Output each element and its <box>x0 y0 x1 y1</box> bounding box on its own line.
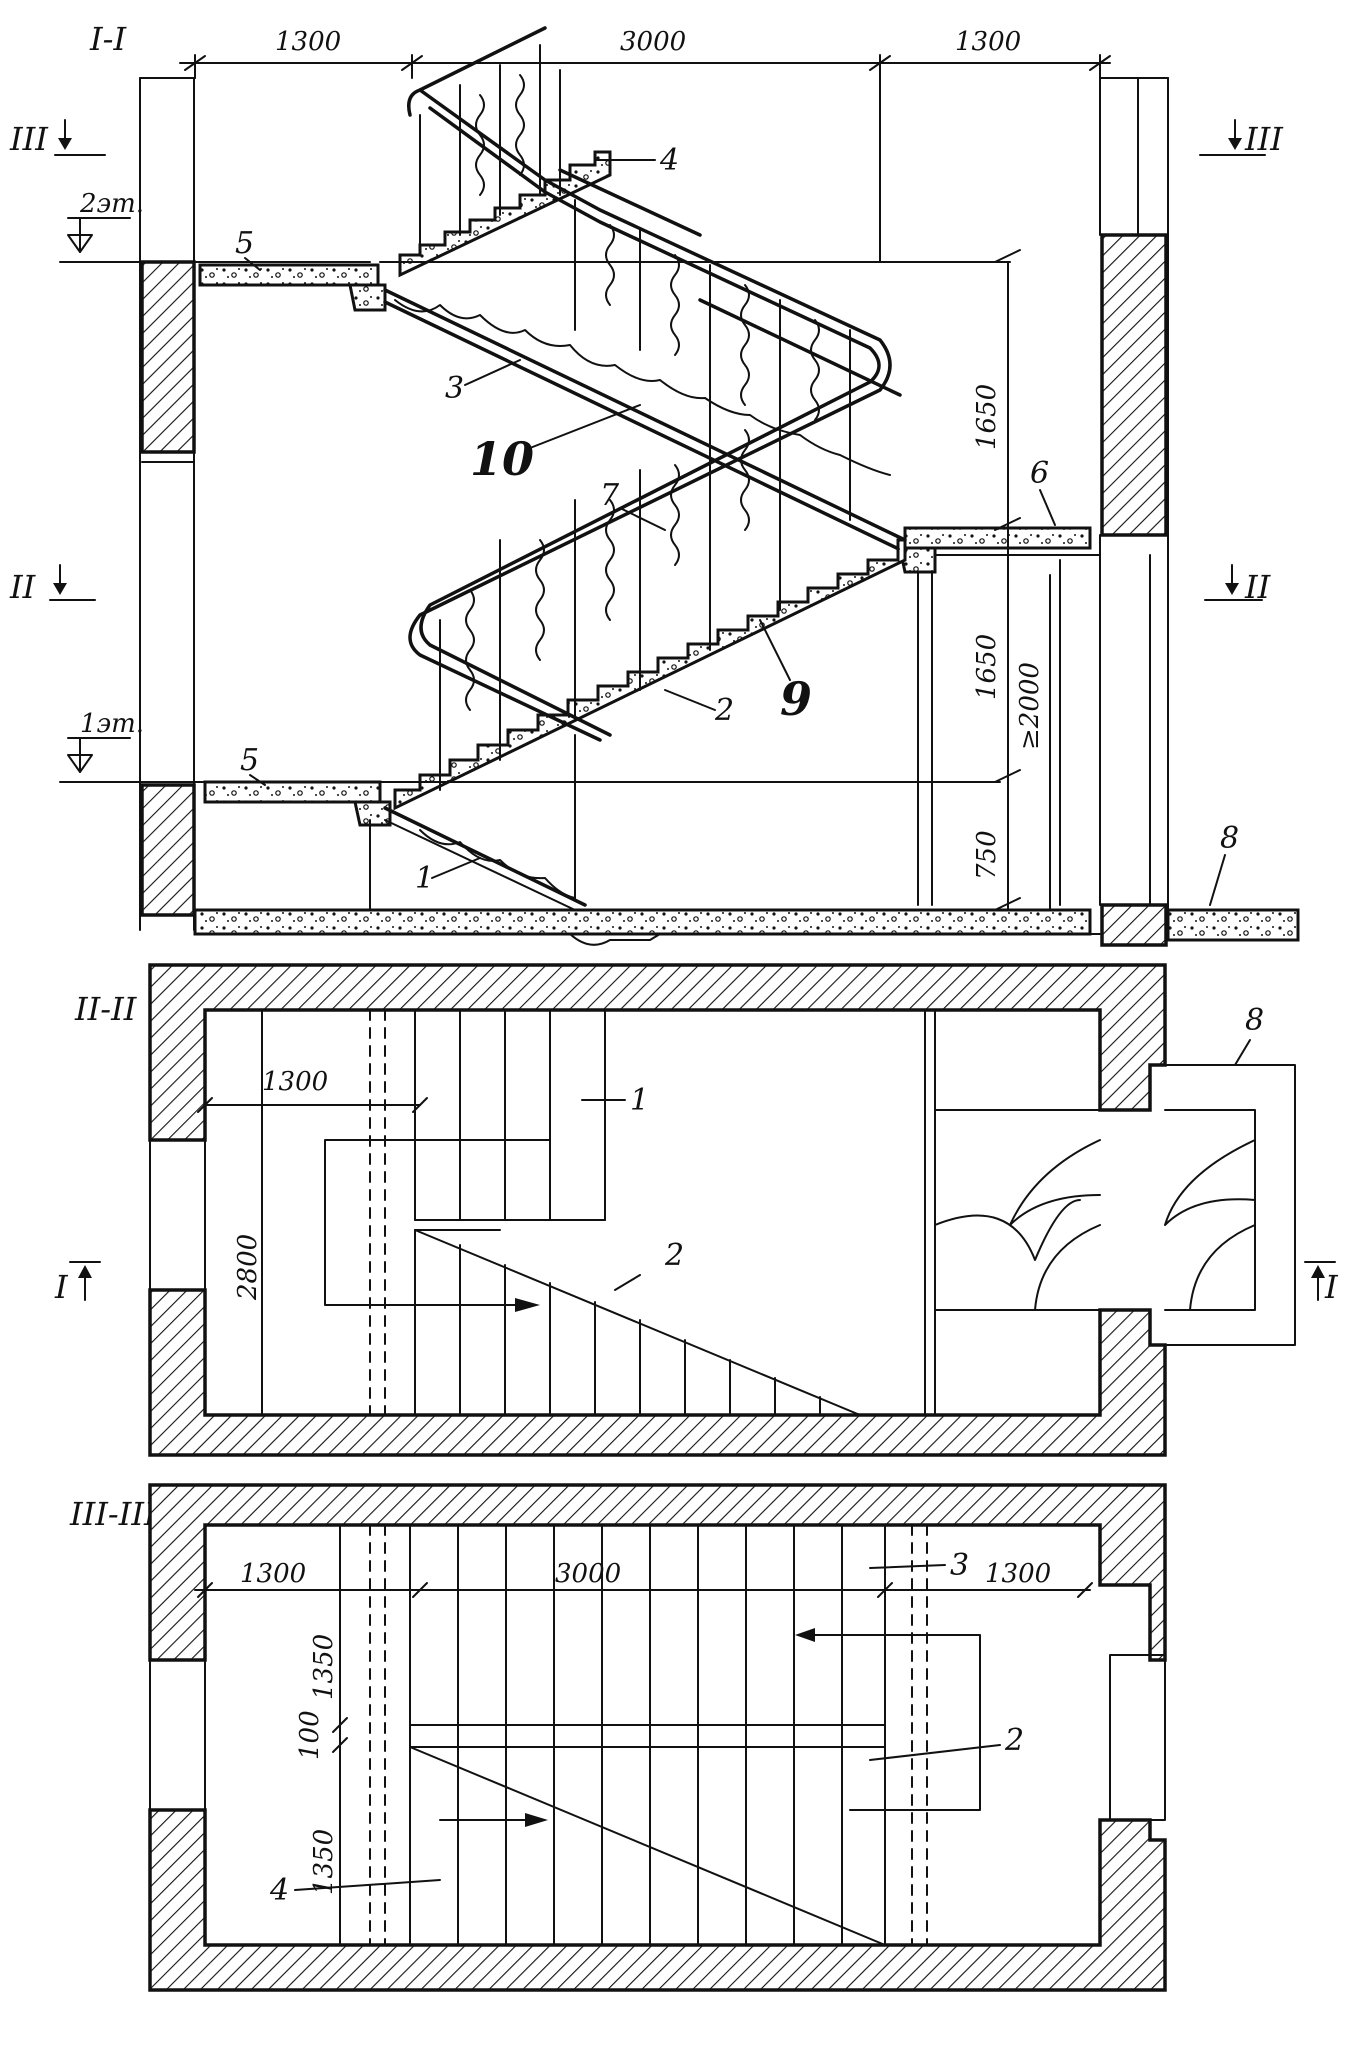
svg-text:II: II <box>9 568 37 606</box>
cut-mark-3-left: III <box>9 119 106 158</box>
cut-mark-2-left: II <box>9 564 96 606</box>
section-title-1: I-I <box>89 20 127 58</box>
outside-pavement <box>1166 908 1300 942</box>
svg-text:1эт.: 1эт. <box>80 709 144 739</box>
dim-plan2-landing: 1300 <box>262 1067 328 1097</box>
svg-text:III: III <box>9 120 49 158</box>
section-title-3: III-III <box>69 1495 158 1533</box>
dim-flight-length: 3000 <box>620 27 686 57</box>
cut-mark-1-right: I <box>1304 1261 1339 1306</box>
landing-floor-2 <box>198 263 380 287</box>
railing <box>407 26 902 901</box>
plan2-wall-top <box>148 963 1167 1142</box>
callout-4: 4 <box>659 143 679 178</box>
svg-text:I: I <box>1324 1268 1339 1306</box>
dim-plan3-landing-left: 1300 <box>240 1559 306 1589</box>
callout-5-lower: 5 <box>240 743 259 778</box>
plan3-steps <box>409 1524 886 1946</box>
intermediate-landing <box>903 526 1092 550</box>
callout-5-upper: 5 <box>235 226 254 261</box>
section-1-1: 1300 3000 1300 1650 1650 ≥2000 750 I-I I… <box>9 20 1300 947</box>
right-wall-upper <box>1100 233 1168 537</box>
dim-gap: 100 <box>295 1710 325 1760</box>
svg-text:III: III <box>1244 120 1284 158</box>
right-wall-lower <box>1100 903 1168 947</box>
callout-2-section: 2 <box>714 693 734 728</box>
callout-1-plan: 1 <box>630 1083 649 1118</box>
dim-flight-width-lower: 1350 <box>309 1829 339 1895</box>
callout-9: 9 <box>780 672 812 726</box>
dim-landing-left: 1300 <box>275 27 341 57</box>
cut-mark-2-right: II <box>1204 564 1272 606</box>
svg-text:2эт.: 2эт. <box>79 189 144 219</box>
level-floor-1: 1эт. <box>67 709 144 773</box>
section-3-3: III-III <box>69 1483 1167 1992</box>
dim-rise-lower: 1650 <box>972 634 1002 700</box>
left-wall-upper <box>140 260 196 454</box>
dim-flight-width-upper: 1350 <box>309 1634 339 1700</box>
dim-plan3-flight: 3000 <box>555 1559 621 1589</box>
left-wall-lower <box>140 783 196 917</box>
dim-headroom: ≥2000 <box>1015 662 1045 750</box>
section-2-2: II-II <box>54 963 1339 1457</box>
landing-floor-1 <box>203 780 382 804</box>
dim-plan-width: 2800 <box>233 1234 263 1301</box>
callout-8-section: 8 <box>1220 821 1239 856</box>
plan3-wall-bottom <box>148 1808 1167 1992</box>
callout-3: 3 <box>445 371 464 406</box>
plan2-wall-bottom <box>148 1288 1167 1457</box>
flight-2 <box>393 538 907 811</box>
callout-6: 6 <box>1030 456 1049 491</box>
callout-1-section: 1 <box>415 861 434 896</box>
dim-entry-rise: 750 <box>972 830 1002 880</box>
ground-floor-slab <box>193 908 1092 936</box>
callout-4-plan: 4 <box>269 1873 289 1908</box>
section-title-2: II-II <box>74 990 138 1028</box>
callout-10: 10 <box>470 432 534 486</box>
dim-plan3-landing-right: 1300 <box>985 1559 1051 1589</box>
dim-landing-right: 1300 <box>955 27 1021 57</box>
dim-rise-upper: 1650 <box>972 384 1002 450</box>
callout-7: 7 <box>600 478 620 513</box>
cut-mark-3-right: III <box>1199 119 1284 158</box>
cut-mark-1-left: I <box>54 1261 101 1306</box>
callout-2-plan: 2 <box>664 1238 684 1273</box>
level-floor-2: 2эт. <box>67 189 144 253</box>
svg-text:I: I <box>54 1268 69 1306</box>
callout-8-plan: 8 <box>1245 1003 1264 1038</box>
callout-2-plan3: 2 <box>1004 1723 1024 1758</box>
callout-3-plan: 3 <box>950 1548 969 1583</box>
